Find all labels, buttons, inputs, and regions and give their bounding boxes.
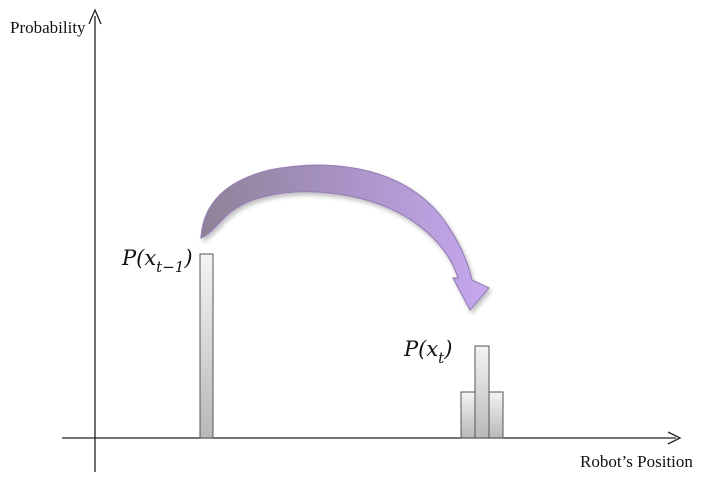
prior-distribution [199, 253, 214, 439]
predicted-label-func: P( [403, 337, 427, 361]
y-axis-label: Probability [10, 18, 86, 37]
y-axis-arrowhead [88, 8, 102, 25]
predicted-label-var: x [426, 337, 438, 361]
x-axis-arrowhead [667, 431, 682, 445]
predicted-bar-2 [474, 345, 490, 439]
predicted-bar-1 [460, 391, 476, 439]
predicted-label-subscript: t [438, 349, 445, 367]
prior-label: P(xt−1) [121, 246, 193, 276]
x-axis-label: Robot’s Position [580, 452, 693, 471]
predicted-distribution [460, 345, 504, 439]
prior-label-func: P( [121, 246, 145, 270]
prior-bar-1 [199, 253, 214, 439]
prior-label-subscript: t−1 [156, 258, 184, 276]
predicted-label-close: ) [443, 337, 452, 361]
predicted-label: P(xt) [403, 337, 452, 367]
prior-label-close: ) [183, 246, 192, 270]
prior-label-var: x [144, 246, 156, 270]
predicted-bar-3 [488, 391, 504, 439]
motion-arrow [200, 164, 490, 312]
